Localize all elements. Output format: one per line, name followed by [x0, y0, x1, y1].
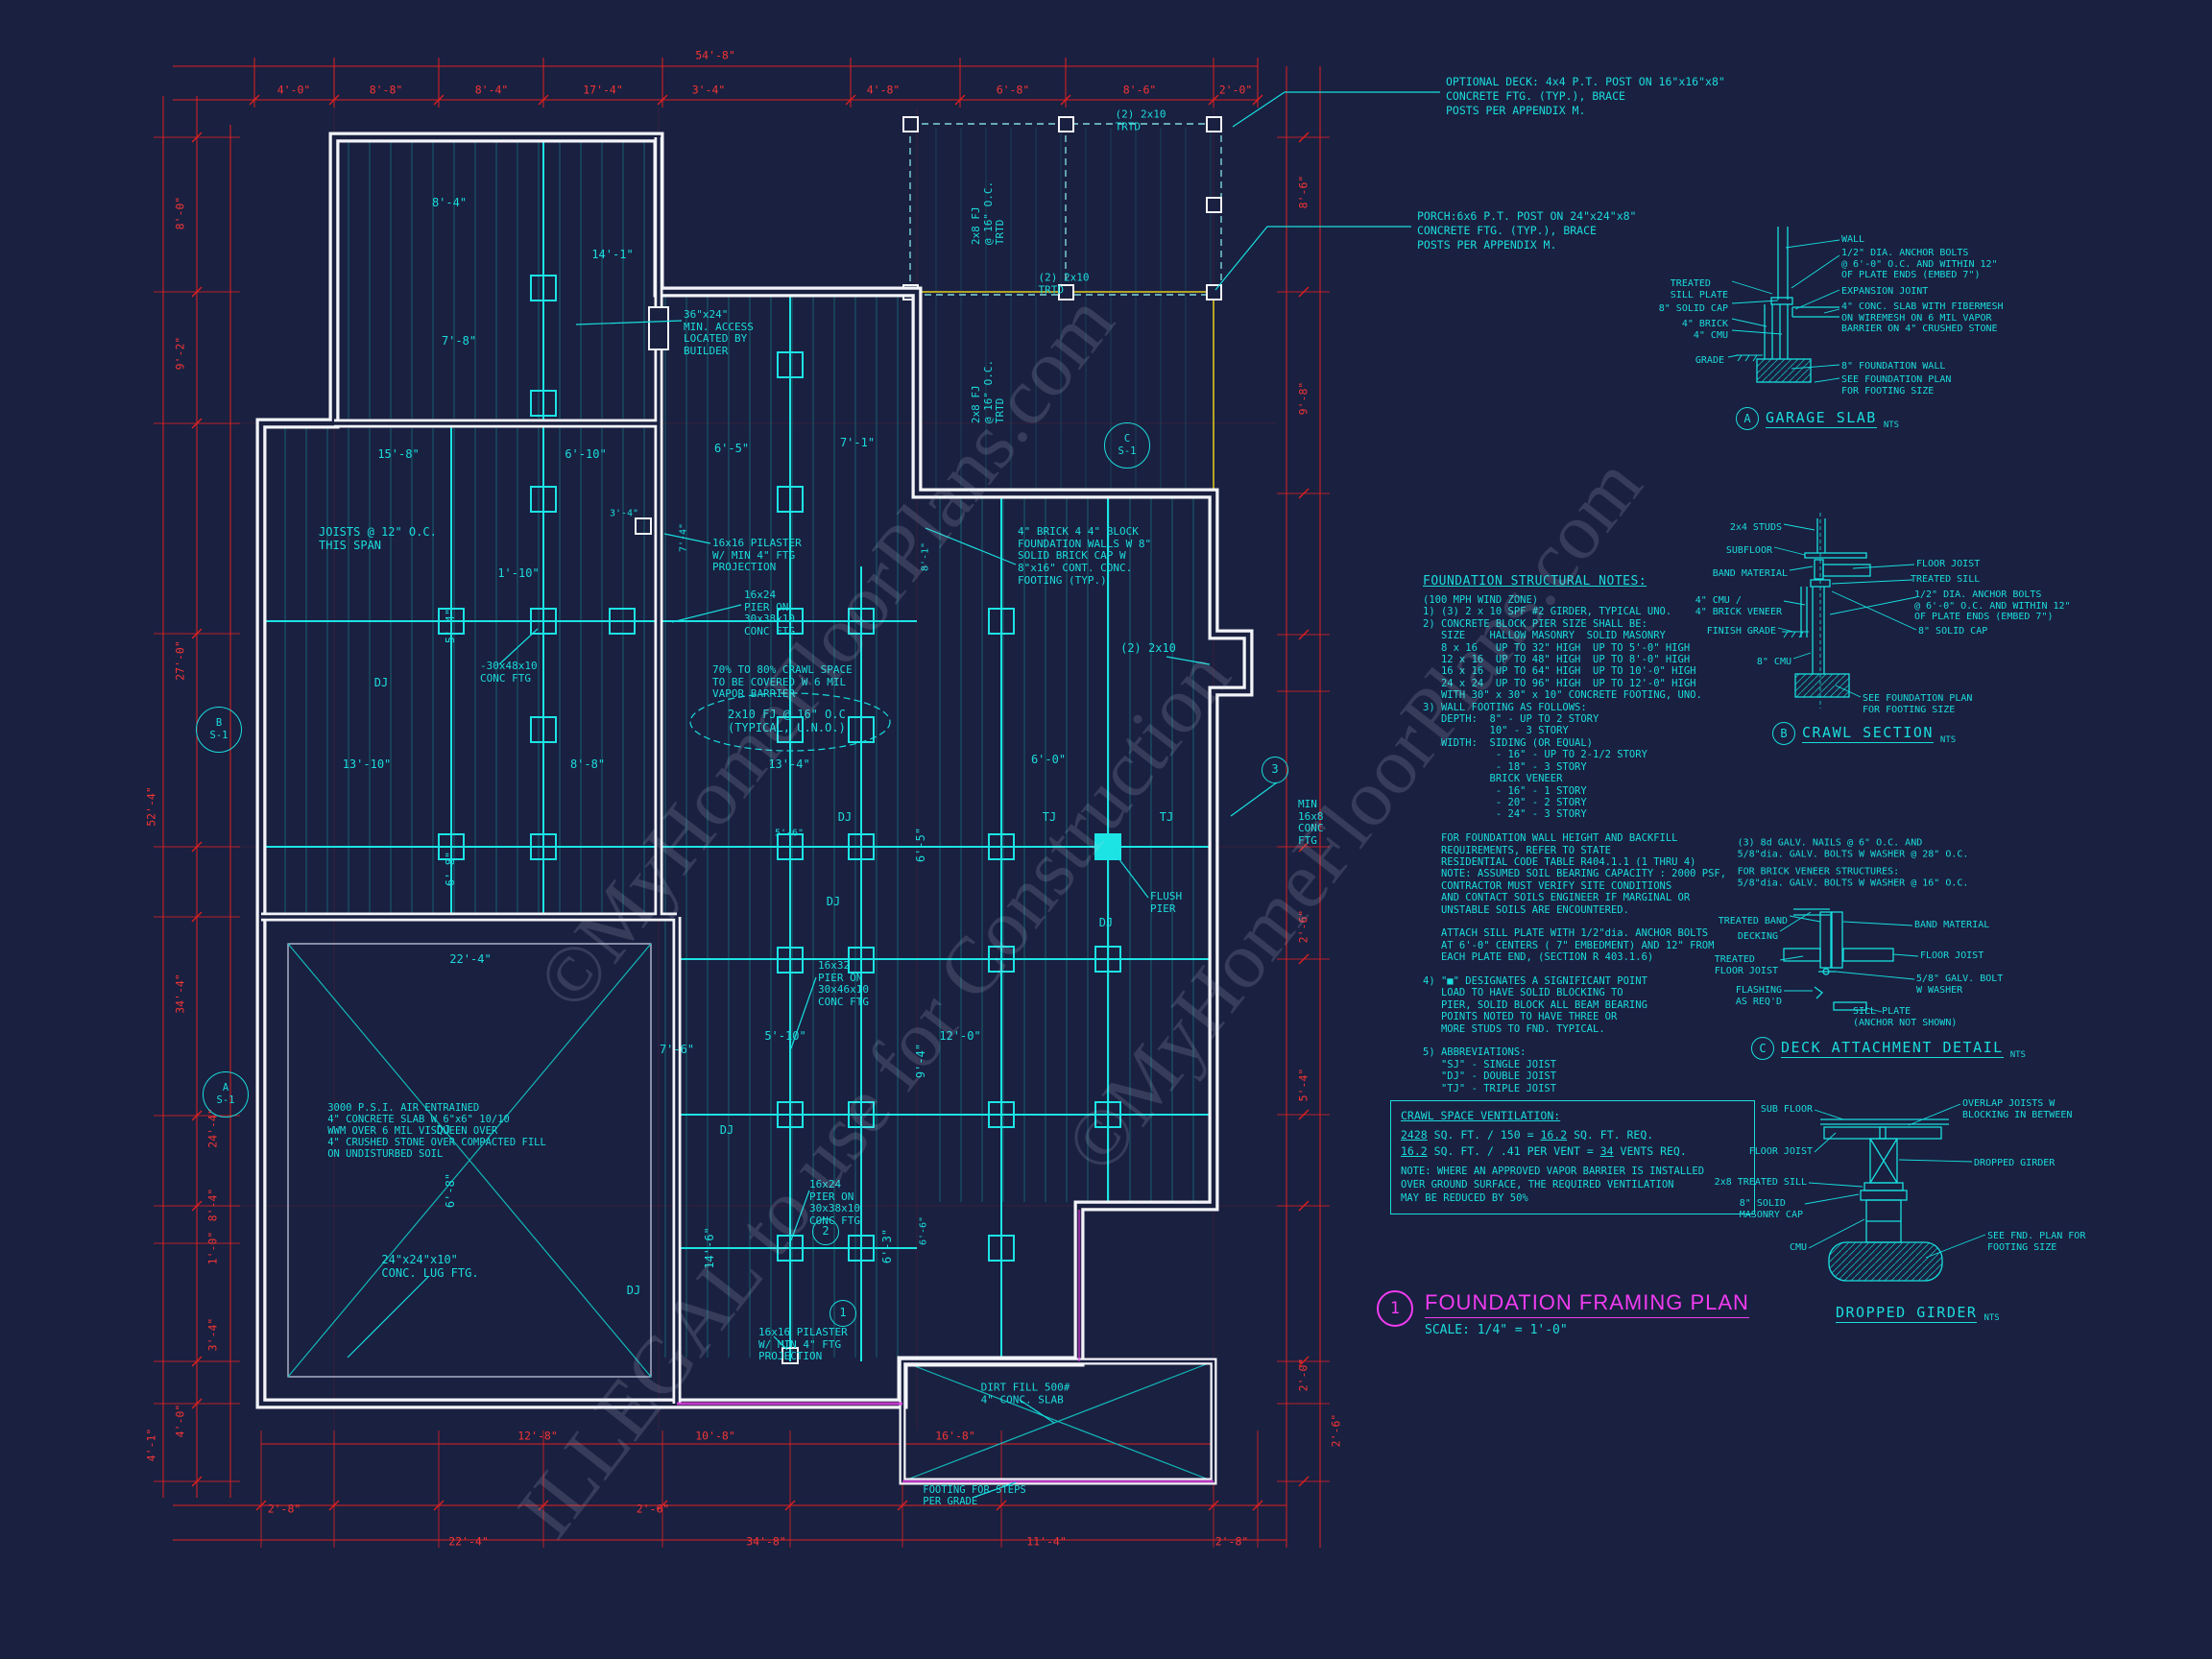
vent-note: NOTE: WHERE AN APPROVED VAPOR BARRIER IS… [1401, 1166, 1705, 1205]
garage-slab-detail-title: A GARAGE SLAB NTS [1736, 407, 1899, 430]
vent-formula-2: 16.2 SQ. FT. / .41 PER VENT = 34 VENTS R… [1401, 1144, 1744, 1158]
vent-text: SQ. FT. / .41 PER VENT = [1433, 1144, 1594, 1158]
detail-letter-circle: A [1736, 407, 1759, 430]
detail-letter-circle: C [1751, 1037, 1774, 1060]
vent-text: SQ. FT. REQ. [1574, 1128, 1654, 1142]
foundation-walls [255, 132, 1254, 1485]
plan-title-block: 1 FOUNDATION FRAMING PLAN SCALE: 1/4" = … [1377, 1290, 1749, 1337]
plan-scale: SCALE: 1/4" = 1'-0" [1425, 1323, 1568, 1337]
nts-label: NTS [2009, 1050, 2026, 1060]
vent-value: 16.2 [1540, 1128, 1568, 1142]
nts-label: NTS [1984, 1313, 2000, 1323]
vent-value: 2428 [1401, 1128, 1428, 1142]
garage-slab [287, 943, 652, 1378]
revision-cloud [689, 692, 891, 752]
detail-title: DECK ATTACHMENT DETAIL [1781, 1039, 2004, 1058]
porch-note: PORCH:6x6 P.T. POST ON 24"x24"x8" CONCRE… [1417, 209, 1637, 252]
plan-number-circle: 1 [1377, 1290, 1413, 1327]
girder-lines [261, 137, 1214, 1361]
deck-attachment-detail [1779, 908, 1919, 1013]
stoop-slab [902, 1360, 1214, 1482]
crawl-space-ventilation-box: CRAWL SPACE VENTILATION: 2428 SQ. FT. / … [1390, 1100, 1755, 1214]
detail-letter-circle: B [1772, 722, 1795, 745]
leader-lines [347, 91, 1440, 1499]
detail-title: CRAWL SECTION [1802, 724, 1934, 743]
flush-pier-square [1094, 833, 1121, 860]
vent-title: CRAWL SPACE VENTILATION: [1401, 1109, 1561, 1122]
vent-value: 34 [1599, 1144, 1614, 1158]
notes-title: FOUNDATION STRUCTURAL NOTES: [1423, 574, 1647, 589]
floor-joist-areas [265, 128, 1217, 1358]
pilaster-square [635, 517, 652, 535]
vent-value: 16.2 [1401, 1144, 1428, 1158]
dropped-girder-detail [1804, 1103, 1986, 1282]
detail-title: DROPPED GIRDER [1836, 1304, 1978, 1323]
foundation-structural-notes: FOUNDATION STRUCTURAL NOTES: (100 MPH WI… [1423, 574, 1754, 1094]
crawl-access-hatch [648, 306, 669, 350]
pilaster-square [781, 1347, 799, 1364]
crawl-section-detail-title: B CRAWL SECTION NTS [1772, 722, 1956, 745]
vent-formula-1: 2428 SQ. FT. / 150 = 16.2 SQ. FT. REQ. [1401, 1128, 1744, 1142]
detail-title: GARAGE SLAB [1766, 409, 1877, 428]
deck-attachment-detail-title: C DECK ATTACHMENT DETAIL NTS [1751, 1037, 2026, 1060]
nts-label: NTS [1883, 421, 1900, 430]
notes-body: (100 MPH WIND ZONE) 1) (3) 2 x 10 SPF #2… [1423, 594, 1727, 1094]
deck-post-squares [902, 116, 1222, 301]
plan-title: FOUNDATION FRAMING PLAN [1425, 1290, 1749, 1318]
optional-deck-note: OPTIONAL DECK: 4x4 P.T. POST ON 16"x16"x… [1446, 75, 1725, 117]
crawl-section-detail [1773, 513, 1917, 709]
garage-slab-detail [1727, 227, 1840, 383]
nts-label: NTS [1939, 735, 1957, 745]
dropped-girder-detail-title: DROPPED GIRDER NTS [1836, 1304, 2000, 1323]
vent-text: VENTS REQ. [1620, 1144, 1687, 1158]
vent-text: SQ. FT. / 150 = [1433, 1128, 1534, 1142]
